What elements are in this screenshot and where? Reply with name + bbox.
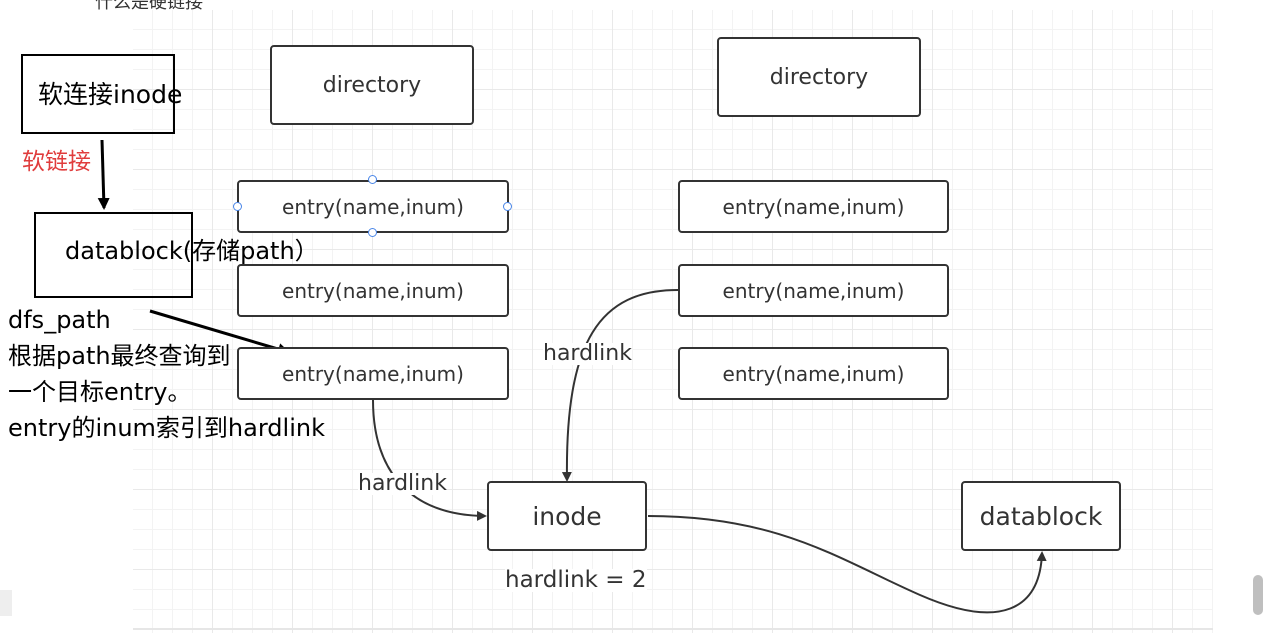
directory-right[interactable]: directory bbox=[717, 37, 921, 117]
soft-inode-box bbox=[21, 54, 175, 134]
selection-handle-top[interactable] bbox=[368, 175, 377, 184]
dfs-line-4: entry的inum索引到hardlink bbox=[8, 414, 325, 442]
entry-right-2-label: entry(name,inum) bbox=[722, 278, 905, 303]
entry-right-3-label: entry(name,inum) bbox=[722, 361, 905, 386]
entry-right-3[interactable]: entry(name,inum) bbox=[678, 347, 949, 400]
entry-left-3[interactable]: entry(name,inum) bbox=[237, 347, 509, 400]
scrollbar-track[interactable] bbox=[1243, 0, 1283, 633]
soft-inode-text: 软连接inode bbox=[38, 80, 183, 109]
entry-right-1-label: entry(name,inum) bbox=[722, 194, 905, 219]
entry-left-2-label: entry(name,inum) bbox=[282, 278, 464, 303]
selection-handle-bottom[interactable] bbox=[368, 228, 377, 237]
canvas-bottom-border bbox=[133, 628, 1213, 630]
entry-left-3-label: entry(name,inum) bbox=[282, 361, 464, 386]
entry-left-1-label: entry(name,inum) bbox=[282, 194, 464, 219]
datablock-label: datablock bbox=[979, 501, 1103, 531]
soft-link-text: 软链接 bbox=[22, 149, 91, 175]
selection-handle-right[interactable] bbox=[503, 202, 512, 211]
hardlink-edge-left[interactable] bbox=[372, 399, 487, 521]
directory-left[interactable]: directory bbox=[270, 45, 474, 125]
entry-right-2[interactable]: entry(name,inum) bbox=[678, 264, 949, 317]
doc-heading-partial: 什么是硬链接 bbox=[95, 0, 203, 13]
scrollbar-thumb[interactable] bbox=[1253, 575, 1263, 615]
soft-link-arrow bbox=[97, 139, 110, 210]
datablock-path-text: datablock(存储path） bbox=[65, 237, 319, 265]
entry-left-2[interactable]: entry(name,inum) bbox=[237, 264, 509, 317]
entry-right-1[interactable]: entry(name,inum) bbox=[678, 180, 949, 233]
datablock-node[interactable]: datablock bbox=[961, 481, 1121, 551]
inode-node[interactable]: inode bbox=[487, 481, 647, 551]
directory-right-label: directory bbox=[769, 64, 869, 90]
directory-left-label: directory bbox=[322, 72, 422, 98]
inode-label: inode bbox=[532, 501, 602, 531]
datablock-path-box bbox=[34, 212, 193, 298]
dfs-line-2: 根据path最终查询到 bbox=[8, 342, 231, 370]
hardlink-count-label: hardlink = 2 bbox=[505, 567, 647, 593]
dfs-path-arrow bbox=[149, 309, 290, 355]
left-margin-marker bbox=[0, 590, 12, 616]
hardlink-edge-right[interactable] bbox=[561, 289, 679, 482]
dfs-line-3: 一个目标entry。 bbox=[8, 378, 192, 406]
hardlink-label-left: hardlink bbox=[358, 471, 447, 496]
entry-left-1[interactable]: entry(name,inum) bbox=[237, 180, 509, 233]
hardlink-label-right: hardlink bbox=[543, 341, 632, 366]
selection-handle-left[interactable] bbox=[233, 202, 242, 211]
inode-to-datablock-edge[interactable] bbox=[647, 515, 1047, 614]
dfs-line-1: dfs_path bbox=[8, 306, 111, 334]
